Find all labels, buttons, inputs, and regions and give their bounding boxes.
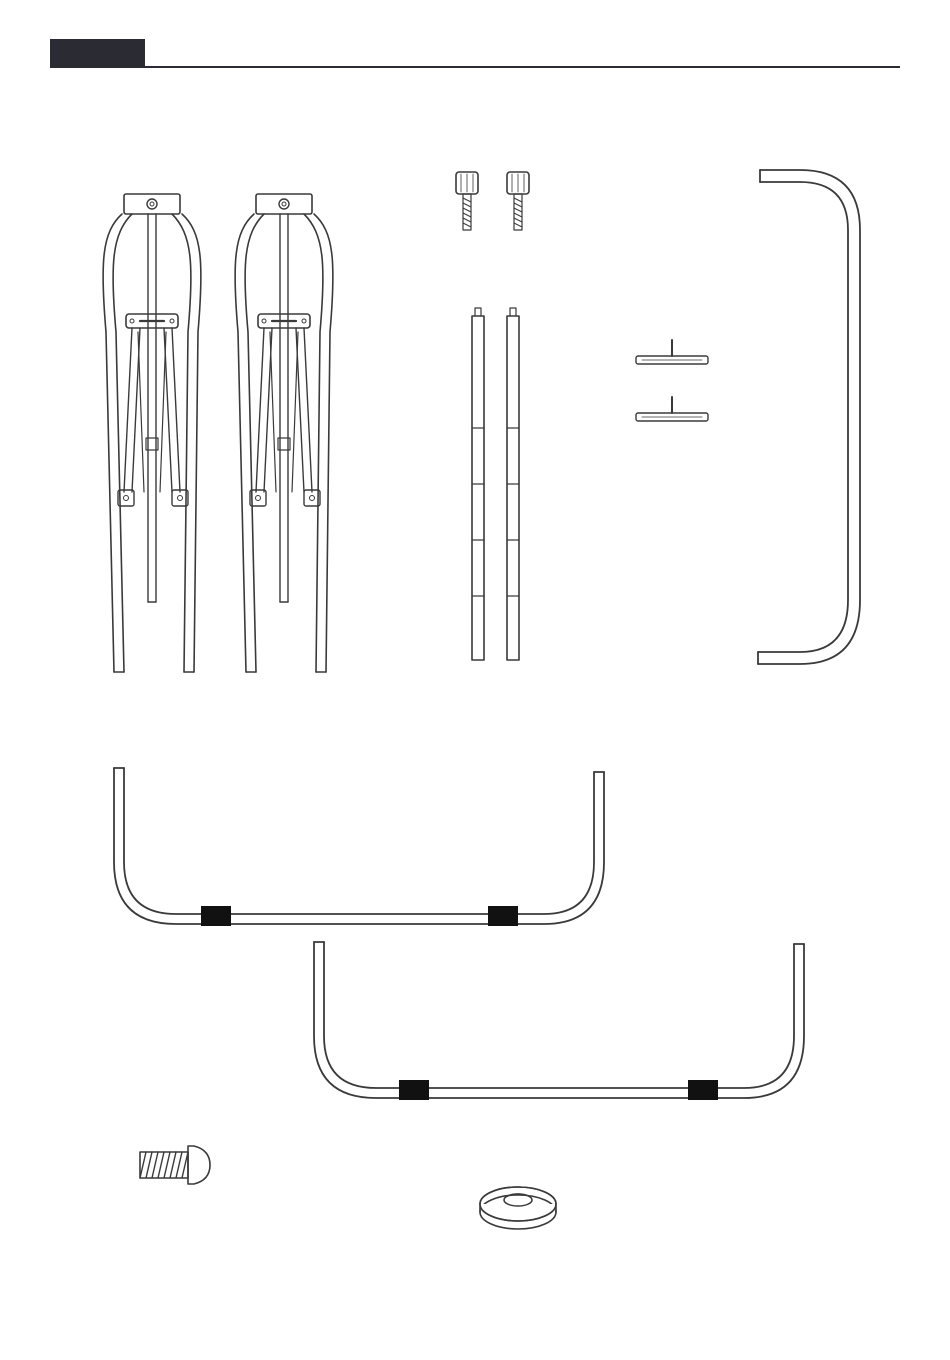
flat-washer-icon (479, 1187, 557, 1229)
knob-screw-icon (507, 172, 529, 230)
segmented-rod-icon (507, 308, 519, 660)
foam-band-icon (201, 906, 231, 926)
t-pin-icon (636, 397, 708, 421)
segmented-rod-icon (472, 308, 484, 660)
folding-leg-frame-icon (235, 194, 333, 672)
foam-band-icon (399, 1080, 429, 1100)
round-head-bolt-icon (140, 1146, 210, 1184)
t-pin-icon (636, 340, 708, 364)
folding-leg-frame-icon (103, 194, 201, 672)
foam-band-icon (688, 1080, 718, 1100)
c-shaped-tube-icon (758, 170, 860, 664)
u-shaped-bar-icon (314, 942, 804, 1098)
foam-band-icon (488, 906, 518, 926)
knob-screw-icon (456, 172, 478, 230)
u-shaped-bar-icon (114, 768, 604, 924)
